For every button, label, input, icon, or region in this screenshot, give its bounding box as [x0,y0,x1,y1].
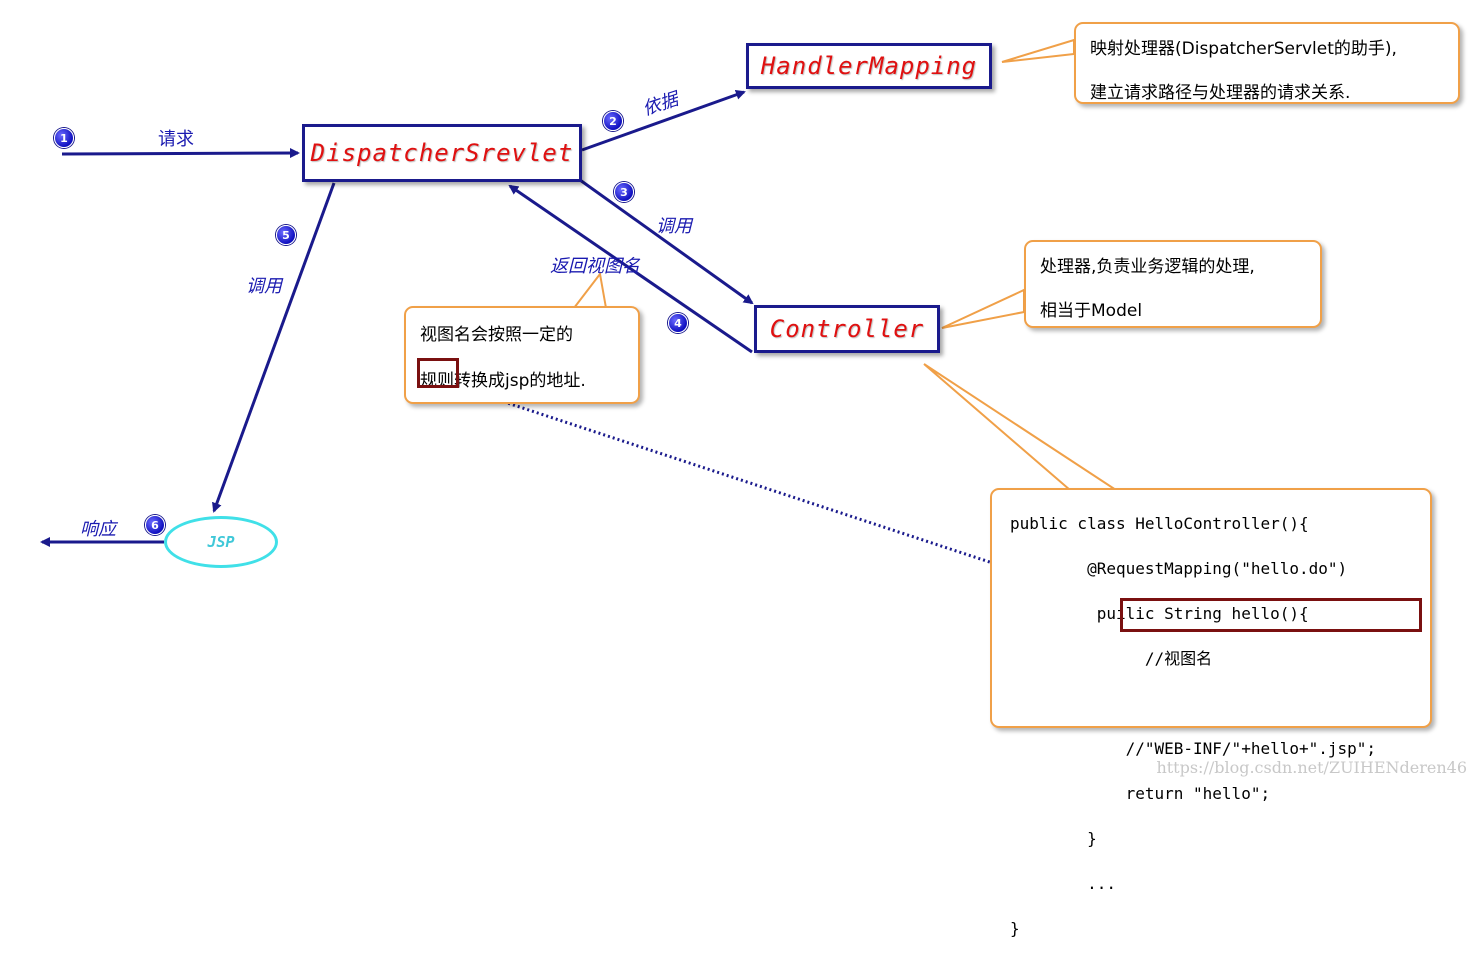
code-block: public class HelloController(){ @Request… [1010,490,1376,963]
lookup-arrow [581,89,746,152]
step-1-label: 请求 [158,129,194,150]
view-callout-tail [571,271,608,309]
jsp-ellipse: JSP [164,516,278,568]
step-3-label: 调用 [656,216,692,237]
code-line-7: return "hello"; [1010,783,1271,803]
code-callout [990,488,1432,728]
controller-box: Controller [754,305,940,353]
step-4-marker: 4 [668,313,688,333]
code-line-10: } [1010,918,1020,938]
code-line-8: } [1010,828,1097,848]
controller-callout-line-1: 处理器,负责业务逻辑的处理, [1040,257,1255,277]
view-name-callout: 视图名会按照一定的 规则转换成jsp的地址. [404,306,640,404]
step-2-marker: 2 [603,111,623,131]
code-line-2: @RequestMapping("hello.do") [1010,558,1348,578]
view-callout-line-2-rest: 转换成jsp的地址. [454,371,586,391]
step-5-marker: 5 [276,225,296,245]
code-line-4: //视图名 [1010,648,1213,668]
code-callout-tail [923,363,1120,491]
return-view-arrow [508,184,753,354]
handler-callout-tail [1001,38,1075,63]
handler-callout-line-1: 映射处理器(DispatcherServlet的助手), [1090,39,1397,59]
jsp-path-highlight-box [1120,598,1422,632]
code-line-9: ... [1010,873,1116,893]
step-6-label: 响应 [80,519,116,540]
request-arrow [61,148,300,159]
handler-mapping-box: HandlerMapping [746,43,992,89]
step-1-marker: 1 [54,128,74,148]
code-line-5 [1010,693,1376,716]
step-3-marker: 3 [614,182,634,202]
controller-callout: 处理器,负责业务逻辑的处理, 相当于Model [1024,240,1322,328]
step-6-marker: 6 [145,515,165,535]
handler-callout-line-2: 建立请求路径与处理器的请求关系. [1090,83,1351,103]
view-callout-line-1: 视图名会按照一定的 [420,325,573,345]
code-line-1: public class HelloController(){ [1010,513,1309,533]
controller-callout-tail [941,288,1025,329]
step-4-label: 返回视图名 [550,256,640,277]
rule-connector [455,384,1121,607]
call-jsp-arrow [212,182,336,513]
code-line-6: //"WEB-INF/"+hello+".jsp"; [1010,738,1377,758]
watermark: https://blog.csdn.net/ZUIHENderen46 [1156,758,1467,777]
dispatcher-servlet-box: DispatcherSrevlet [302,124,582,182]
controller-callout-line-2: 相当于Model [1040,301,1143,321]
handler-mapping-callout: 映射处理器(DispatcherServlet的助手), 建立请求路径与处理器的… [1074,22,1460,104]
rule-highlight-box [417,358,459,388]
step-5-label: 调用 [246,276,282,297]
call-controller-arrow [579,178,754,305]
code-line-3: puilic String hello(){ [1010,603,1309,623]
